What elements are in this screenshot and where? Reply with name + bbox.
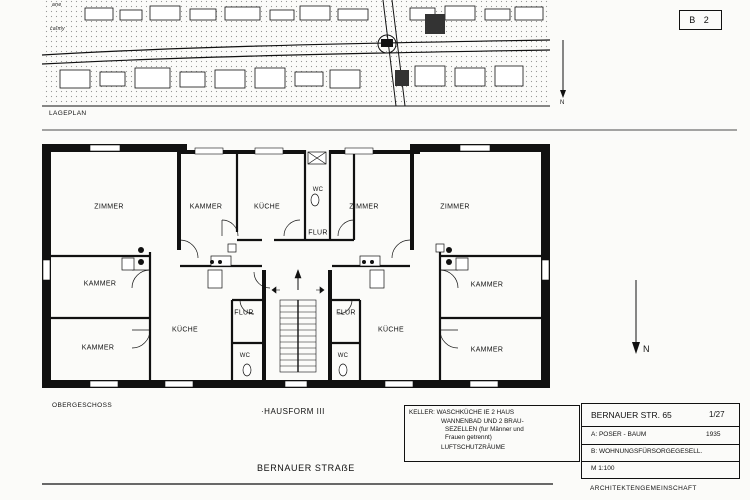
room-label: KAMMER: [470, 346, 504, 354]
site-plan-map: [41, 0, 551, 107]
room-label: FLUR: [308, 229, 328, 237]
room-label: KÜCHE: [253, 203, 281, 211]
address: BERNAUER STR. 65: [591, 410, 672, 420]
site-north-label: N: [560, 100, 565, 106]
office-name: ARCHITEKTENGEMEINSCHAFT: [590, 485, 697, 492]
legend-line: KELLER: WASCHKÜCHE IE 2 HAUS: [409, 409, 515, 416]
room-label: WC: [337, 353, 349, 359]
site-street-name: calmy: [50, 26, 66, 32]
room-label: FLUR: [336, 309, 356, 317]
floor-plan-title: ·HAUSFORM III: [261, 407, 325, 416]
room-label: ZIMMER: [94, 203, 124, 211]
floor-plan-north-arrow: [632, 280, 640, 354]
floor-plan-interior-walls: [51, 150, 541, 380]
room-label: KÜCHE: [377, 326, 405, 334]
site-street-name: ane: [52, 2, 62, 8]
site-north-arrow: [560, 40, 566, 98]
room-label: ZIMMER: [349, 203, 379, 211]
scale: M 1:100: [591, 465, 615, 472]
room-label: WC: [312, 187, 324, 193]
floor-level-label: OBERGESCHOSS: [52, 402, 113, 409]
legend-line: LUFTSCHUTZRÄUME: [441, 444, 506, 451]
sheet-ref: 1/27: [709, 410, 725, 419]
legend-line: Frauen getrennt): [445, 434, 492, 441]
room-label: KAMMER: [470, 281, 504, 289]
title-block: BERNAUER STR. 65 1/27 A: POSER - BAUM 19…: [581, 403, 740, 479]
builder: B: WOHNUNGSFÜRSORGEGESELL.: [591, 448, 703, 455]
legend-line: WANNENBAD UND 2 BRAU-: [441, 418, 524, 425]
legend-line: SEZELLEN (fur Männer und: [445, 426, 524, 433]
room-label: WC: [239, 353, 251, 359]
site-plan-label: LAGEPLAN: [49, 110, 87, 117]
room-label: KAMMER: [189, 203, 223, 211]
fixtures: [121, 151, 469, 377]
floor-north-label: N: [643, 344, 650, 354]
sheet-number: B 2: [679, 10, 722, 30]
staircase: [271, 269, 325, 373]
room-label: KAMMER: [81, 344, 115, 352]
year: 1935: [706, 431, 721, 438]
legend-box: KELLER: WASCHKÜCHE IE 2 HAUS WANNENBAD U…: [404, 405, 580, 462]
room-label: KAMMER: [83, 280, 117, 288]
door-swings: [131, 219, 459, 349]
street-name: BERNAUER STRAẞE: [257, 463, 355, 473]
windows: [42, 144, 550, 388]
architect: A: POSER - BAUM: [591, 431, 647, 438]
room-label: KÜCHE: [171, 326, 199, 334]
room-label: ZIMMER: [440, 203, 470, 211]
room-label: FLUR: [234, 309, 254, 317]
